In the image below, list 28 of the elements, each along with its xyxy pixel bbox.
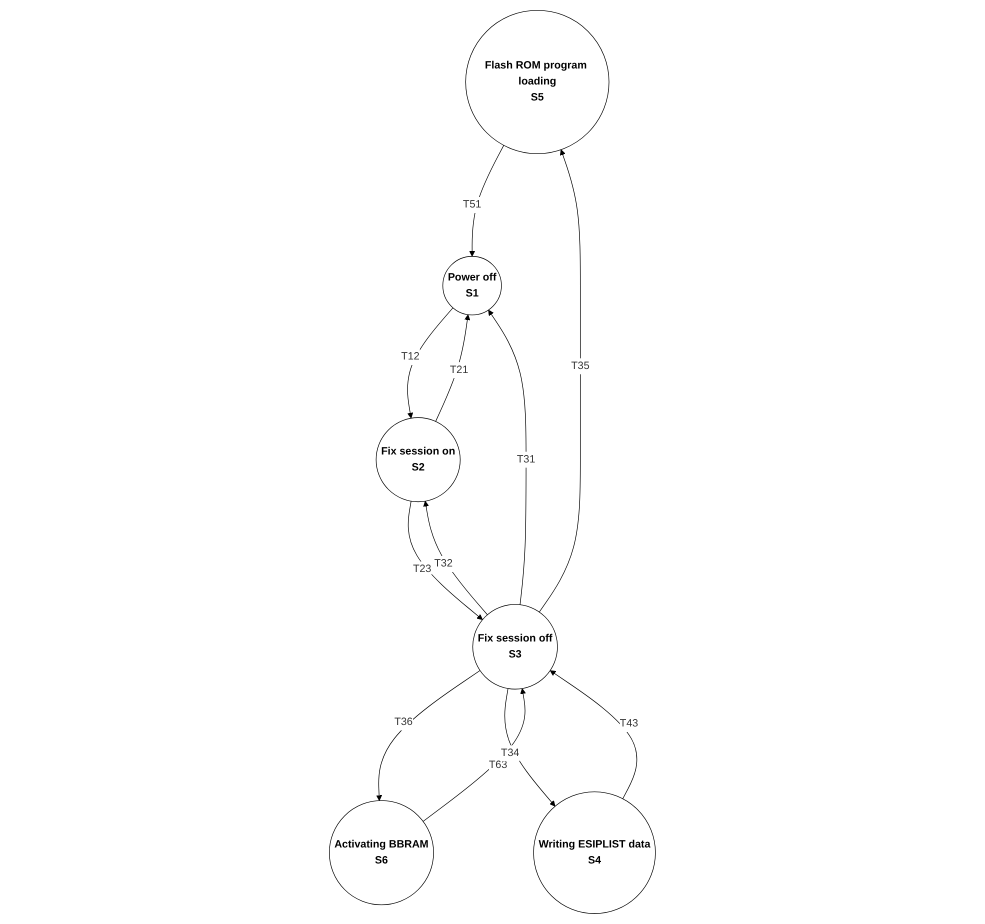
node-circle: Flash ROM program loading S5: [465, 10, 610, 154]
edge-label: T32: [434, 558, 453, 570]
edge-label: T63: [489, 759, 508, 770]
arrow: [422, 688, 526, 822]
edge-label: T12: [401, 350, 420, 362]
edge-label: T21: [450, 364, 468, 376]
node-circle: Activating BBRAM S6: [329, 800, 434, 906]
node-circle: Fix session off S3: [472, 604, 558, 690]
edge-label: T31: [517, 454, 536, 466]
arrow: [550, 670, 638, 800]
arrow: [408, 500, 483, 620]
edge-label: T51: [463, 199, 482, 210]
edge-label: T34: [501, 747, 520, 759]
edge-label: T36: [394, 716, 413, 728]
node-circle: Writing ESIPLIST data S4: [533, 791, 656, 914]
edge-label: T35: [571, 360, 590, 372]
edge-label: T23: [413, 564, 432, 575]
arrow: [407, 308, 454, 419]
arrow: [435, 314, 470, 422]
arrow: [504, 688, 556, 807]
arrow: [376, 670, 480, 801]
arrow: [423, 500, 488, 616]
edge-label: T43: [620, 718, 638, 730]
arrow: [469, 145, 504, 257]
arrow: [539, 149, 581, 612]
arrow: [488, 310, 527, 606]
node-circle: Fix session on S2: [376, 417, 461, 502]
node-circle: Power off S1: [442, 256, 502, 316]
